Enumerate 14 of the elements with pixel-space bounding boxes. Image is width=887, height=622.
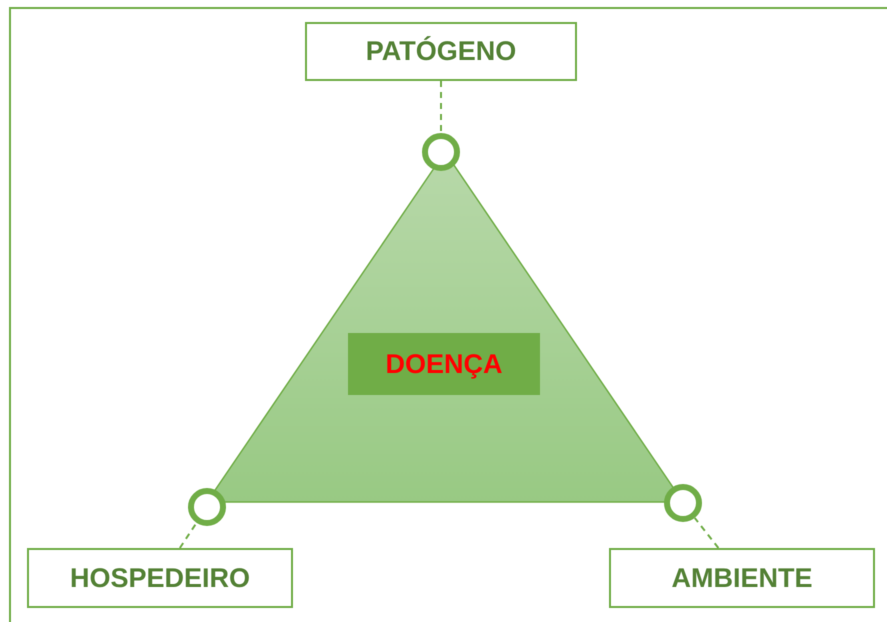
vertex-label: AMBIENTE: [672, 562, 812, 594]
label-box: [305, 22, 577, 81]
vertex-label: HOSPEDEIRO: [70, 562, 250, 594]
leader-line: [440, 81, 442, 133]
vertex-circle: [188, 488, 226, 526]
center-box: [348, 333, 540, 395]
label-box: [609, 548, 875, 608]
leader-line: [179, 522, 198, 549]
leader-line: [694, 517, 720, 549]
vertex-label: PATÓGENO: [366, 36, 516, 67]
label-box: [27, 548, 293, 608]
vertex-circle: [664, 484, 702, 522]
center-label: DOENÇA: [385, 348, 502, 380]
vertex-circle: [422, 133, 460, 171]
